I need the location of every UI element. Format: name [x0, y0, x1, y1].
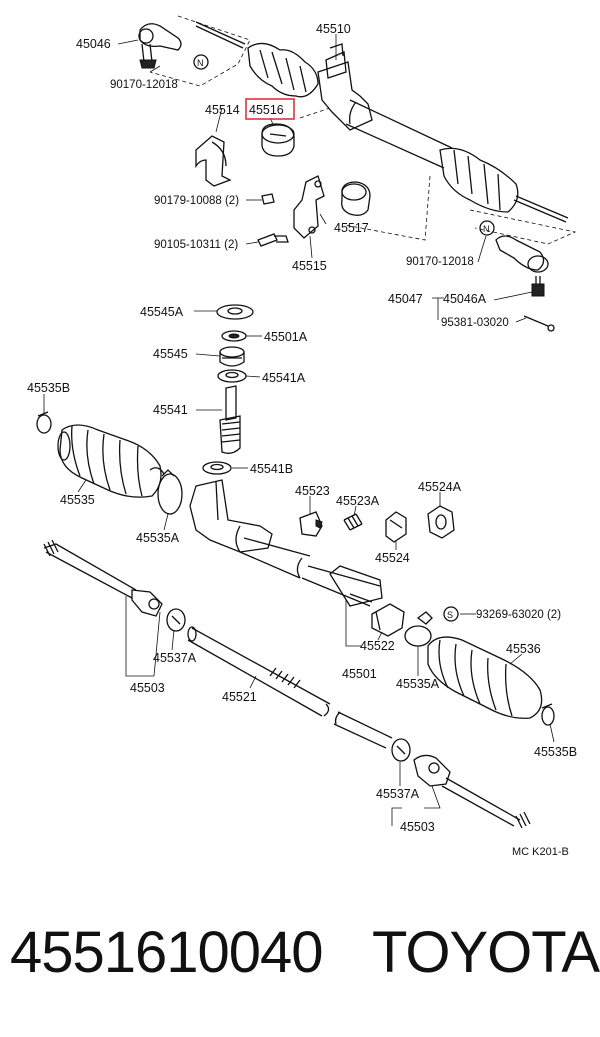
- bracket-45514: [195, 135, 232, 187]
- oil-seal-45545a: [216, 304, 254, 320]
- rack-guide-45522: [371, 603, 405, 637]
- bushing-45517: [341, 181, 371, 216]
- bolt-90105: [257, 233, 289, 247]
- label-45535b-left: 45535B: [27, 381, 70, 395]
- label-45523a: 45523A: [336, 494, 380, 508]
- label-45046a: 45046A: [443, 292, 487, 306]
- s-marker: S: [443, 606, 459, 622]
- tie-rod-45503-left: [43, 539, 163, 617]
- boot-45535: [57, 424, 165, 498]
- lock-nut-45524a: [427, 505, 455, 539]
- label-45047: 45047: [388, 292, 423, 306]
- label-45524: 45524: [375, 551, 410, 565]
- clamp-45535a-left: [157, 469, 183, 515]
- label-45536: 45536: [506, 642, 541, 656]
- ring-45501a: [221, 330, 247, 342]
- tie-rod-end-45047: [495, 235, 549, 297]
- svg-text:N: N: [197, 58, 204, 68]
- bearing-45541b: [202, 461, 232, 475]
- bearing-45545: [219, 346, 245, 367]
- clamp-45535b-left: [36, 411, 52, 434]
- screw-93269: [416, 611, 433, 625]
- label-45537a-left: 45537A: [153, 651, 197, 665]
- label-93269-63020: 93269-63020 (2): [476, 609, 561, 621]
- bracket-45515: [293, 175, 325, 239]
- washer-45537a-right: [391, 738, 411, 762]
- svg-text:S: S: [447, 610, 453, 620]
- label-45541a: 45541A: [262, 371, 306, 385]
- part-labels: 45510 45046 90170-12018 45514 45516 9017…: [27, 22, 577, 858]
- label-45545: 45545: [153, 347, 188, 361]
- rack-bushing-45516: [261, 123, 295, 157]
- label-90105-10311: 90105-10311 (2): [154, 239, 238, 251]
- label-45517: 45517: [334, 221, 369, 235]
- highlight-box-45516: [245, 98, 295, 120]
- label-45501a: 45501A: [264, 330, 308, 344]
- boot-45536: [427, 636, 543, 719]
- label-90170-12018-top: 90170-12018: [110, 79, 178, 91]
- clamp-45535b-right: [541, 703, 555, 726]
- label-45510: 45510: [316, 22, 351, 36]
- label-90179-10088: 90179-10088 (2): [154, 195, 239, 207]
- plug-45524: [385, 511, 407, 543]
- tie-rod-end-45046: [138, 23, 182, 69]
- label-90170-12018-right: 90170-12018: [406, 256, 474, 268]
- diagram-code: MC K201-B: [512, 846, 569, 858]
- rack-housing-assembly: [149, 15, 577, 245]
- brand-caption: TOYOTA: [372, 920, 600, 985]
- cotter-pin-95381: [523, 315, 555, 332]
- label-45535a-left: 45535A: [136, 531, 180, 545]
- bearing-45541a: [217, 369, 247, 383]
- label-45046: 45046: [76, 37, 111, 51]
- spring-45523a: [343, 513, 363, 531]
- leader-lines: [43, 34, 555, 826]
- label-45535b-right: 45535B: [534, 745, 577, 759]
- label-45516: 45516: [249, 103, 284, 117]
- label-45541: 45541: [153, 403, 188, 417]
- label-95381-03020: 95381-03020: [441, 317, 509, 329]
- label-45515: 45515: [292, 259, 327, 273]
- label-45523: 45523: [295, 484, 330, 498]
- label-45501: 45501: [342, 667, 377, 681]
- washer-45537a-left: [166, 608, 186, 632]
- nut-90179: [261, 193, 275, 205]
- label-45503-left: 45503: [130, 681, 165, 695]
- gear-housing: [189, 479, 383, 607]
- clamp-45535a-right: [404, 625, 432, 647]
- label-45545a: 45545A: [140, 305, 184, 319]
- label-45537a-right: 45537A: [376, 787, 420, 801]
- label-45521: 45521: [222, 690, 257, 704]
- label-45535: 45535: [60, 493, 95, 507]
- tie-rod-45503-right: [413, 754, 531, 829]
- label-45541b: 45541B: [250, 462, 293, 476]
- label-45535a-right: 45535A: [396, 677, 440, 691]
- part-number-caption: 4551610040: [10, 920, 324, 985]
- label-45514: 45514: [205, 103, 240, 117]
- label-45522: 45522: [360, 639, 395, 653]
- label-45524a: 45524A: [418, 480, 462, 494]
- steering-rack-exploded-diagram: N N: [27, 15, 577, 858]
- svg-text:N: N: [483, 224, 490, 234]
- cap-45523: [299, 511, 323, 537]
- pinion-45541: [219, 385, 241, 454]
- n-marker-right: N: [479, 220, 495, 236]
- n-marker-top: N: [193, 54, 209, 70]
- label-45503-right: 45503: [400, 820, 435, 834]
